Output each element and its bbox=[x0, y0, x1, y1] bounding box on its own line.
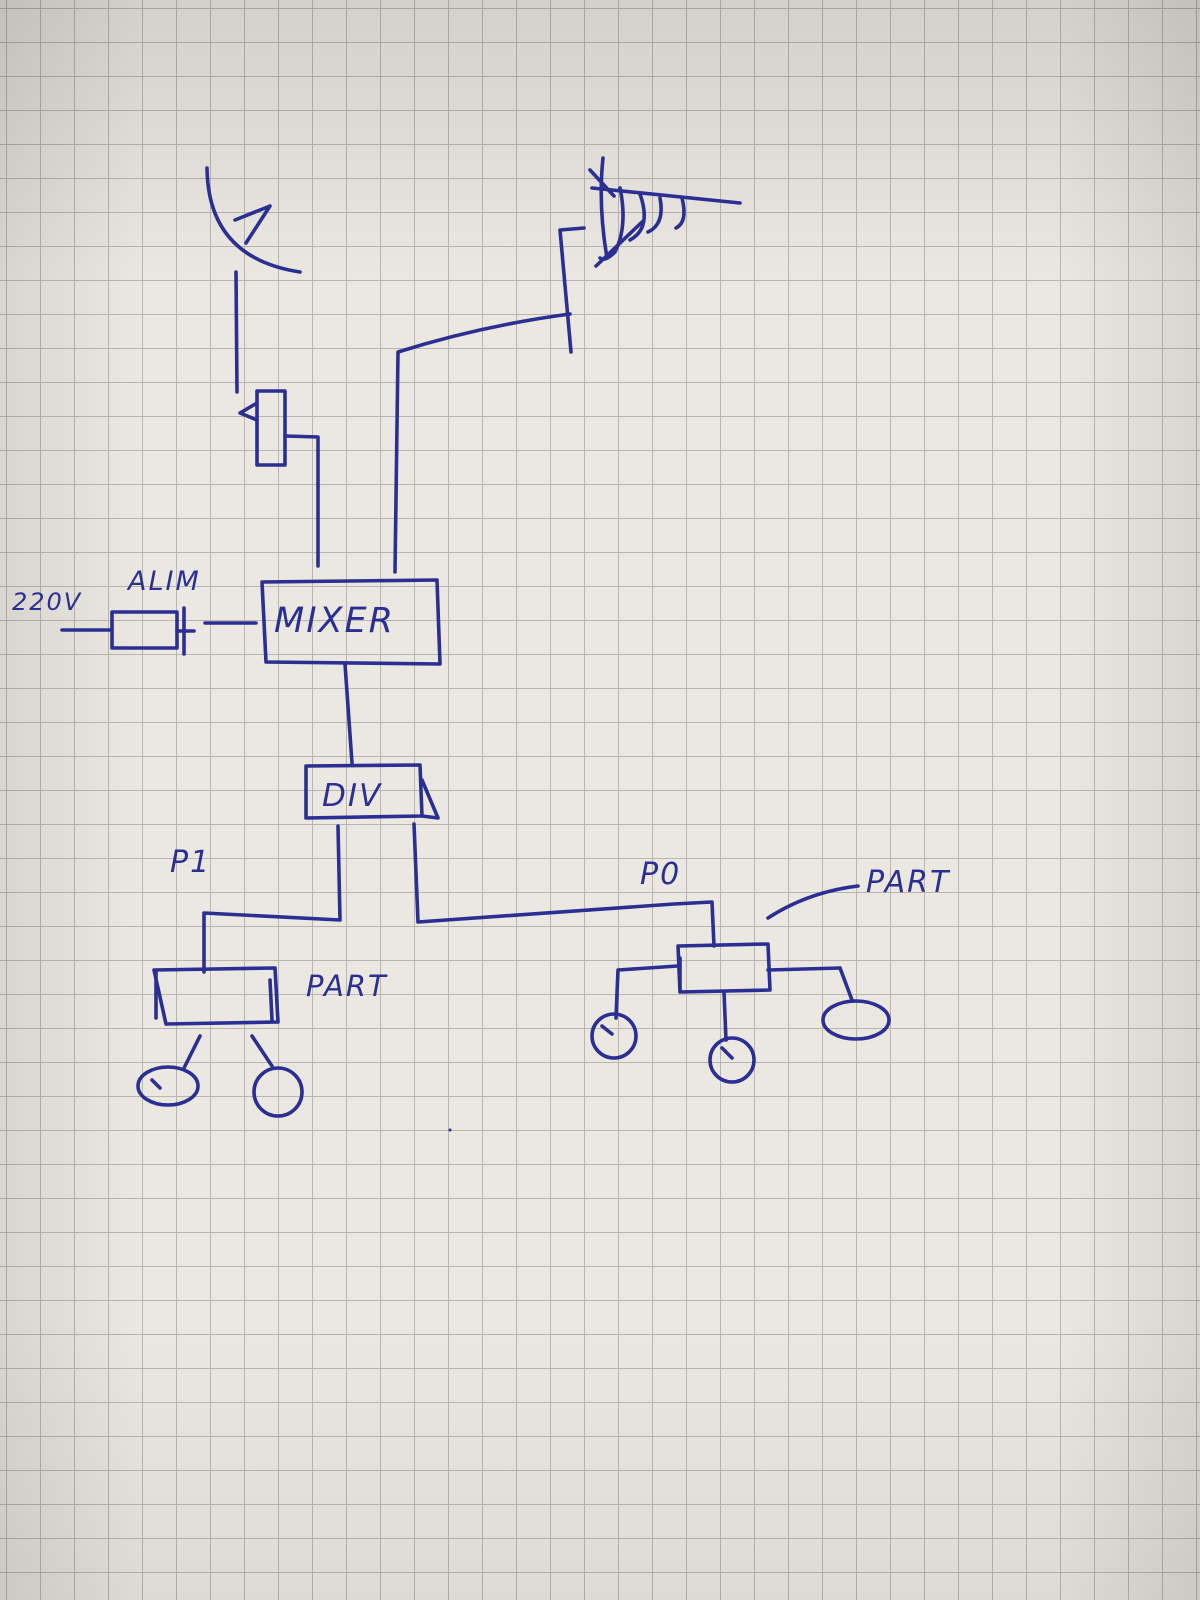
splitter-left-block bbox=[152, 966, 280, 1026]
mixer-block bbox=[260, 578, 442, 666]
power-supply-label: ALIM bbox=[126, 566, 201, 597]
branch-p1-label: P1 bbox=[170, 845, 211, 880]
outlet-right-2-icon bbox=[708, 990, 756, 1084]
splitter-right-block bbox=[676, 942, 842, 994]
terrestrial-antenna-icon bbox=[393, 156, 742, 574]
mixer-divider-cable bbox=[343, 662, 354, 765]
splitter-left-label: PART bbox=[306, 969, 388, 1003]
splitter-right-label: PART bbox=[866, 865, 951, 900]
outlet-right-1-icon bbox=[590, 964, 680, 1060]
splitter-right-leader bbox=[766, 884, 860, 920]
branch-p0-cable bbox=[412, 822, 716, 948]
branch-p1-cable bbox=[202, 824, 342, 974]
outlet-left-2-icon bbox=[250, 1034, 304, 1118]
divider-block bbox=[304, 763, 440, 820]
ink-dot bbox=[448, 1128, 452, 1132]
satellite-dish-icon bbox=[205, 166, 302, 394]
lnb-block bbox=[238, 389, 320, 568]
divider-label: DIV bbox=[322, 778, 383, 814]
branch-p0-label: P0 bbox=[640, 857, 681, 892]
power-supply-block bbox=[60, 606, 258, 656]
outlet-right-3-icon bbox=[821, 966, 891, 1041]
mixer-label: MIXER bbox=[274, 601, 395, 641]
outlet-left-1-icon bbox=[136, 1034, 202, 1107]
power-voltage-label: 220V bbox=[12, 588, 82, 616]
